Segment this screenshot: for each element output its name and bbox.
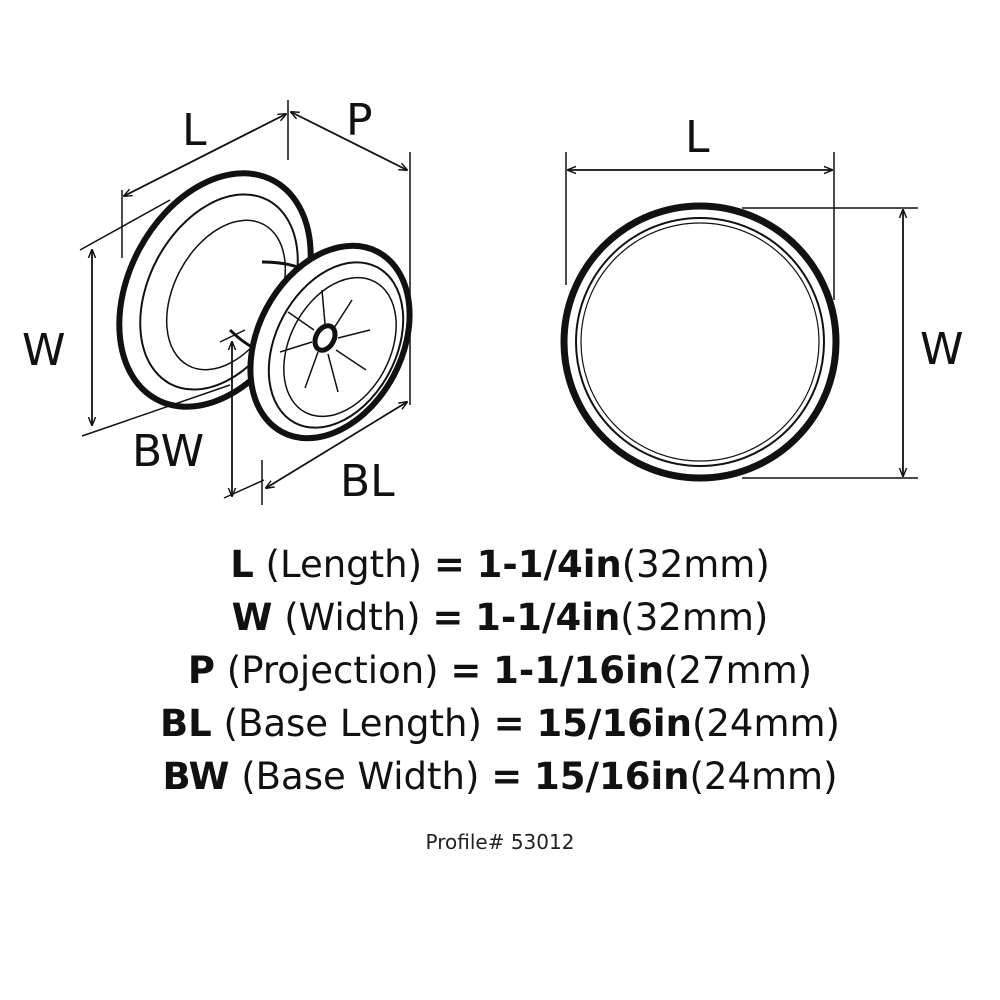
knob-iso-view <box>79 100 413 505</box>
front-outer-ring <box>560 202 840 482</box>
iso-p-dim-line <box>291 112 407 170</box>
spec-imperial: 1-1/4in <box>476 543 622 586</box>
spec-metric: (27mm) <box>664 649 813 692</box>
front-l-label: L <box>685 112 710 163</box>
spec-code: P <box>187 649 216 692</box>
spec-code: W <box>231 596 273 639</box>
spec-imperial: 1-1/4in <box>475 596 621 639</box>
spec-equals: = <box>491 755 523 798</box>
iso-w-label: W <box>22 325 66 376</box>
front-w-label: W <box>920 324 964 375</box>
spec-imperial: 1-1/16in <box>493 649 665 692</box>
iso-l-label: L <box>182 105 207 156</box>
base-rays <box>279 289 371 393</box>
spec-base-length: BL (Base Length) = 15/16in(24mm) <box>0 697 1000 750</box>
spec-base-width: BW (Base Width) = 15/16in(24mm) <box>0 750 1000 803</box>
iso-bl-dim-line <box>266 402 407 488</box>
spec-metric: (32mm) <box>621 543 770 586</box>
front-face-ring <box>580 222 820 462</box>
knob-front-view <box>560 152 918 482</box>
dimension-specs: L (Length) = 1-1/4in(32mm) W (Width) = 1… <box>0 538 1000 803</box>
spec-equals: = <box>493 702 525 745</box>
spec-equals: = <box>432 596 464 639</box>
spec-equals: = <box>450 649 482 692</box>
iso-bw-label: BW <box>132 426 204 477</box>
knob-base <box>247 242 413 442</box>
front-inner-ring <box>575 217 825 467</box>
spec-projection: P (Projection) = 1-1/16in(27mm) <box>0 644 1000 697</box>
spec-metric: (24mm) <box>691 702 840 745</box>
spec-width: W (Width) = 1-1/4in(32mm) <box>0 591 1000 644</box>
spec-desc: (Width) <box>284 596 421 639</box>
spec-imperial: 15/16in <box>536 702 692 745</box>
spec-desc: (Projection) <box>226 649 439 692</box>
spec-code: L <box>230 543 254 586</box>
knob-dimension-drawing: L P W BW BL L W <box>22 95 964 507</box>
profile-number: Profile# 53012 <box>425 830 575 854</box>
spec-desc: (Length) <box>265 543 423 586</box>
iso-l-dim-line <box>124 114 286 196</box>
spec-equals: = <box>433 543 465 586</box>
spec-imperial: 15/16in <box>533 755 690 798</box>
front-extension-lines <box>565 152 918 479</box>
spec-metric: (32mm) <box>620 596 769 639</box>
spec-code: BL <box>159 702 212 745</box>
spec-desc: (Base Width) <box>241 755 480 798</box>
spec-length: L (Length) = 1-1/4in(32mm) <box>0 538 1000 591</box>
iso-p-label: P <box>346 95 373 146</box>
iso-bl-label: BL <box>340 456 395 507</box>
spec-metric: (24mm) <box>689 755 838 798</box>
spec-desc: (Base Length) <box>223 702 482 745</box>
spec-code: BW <box>162 755 230 798</box>
